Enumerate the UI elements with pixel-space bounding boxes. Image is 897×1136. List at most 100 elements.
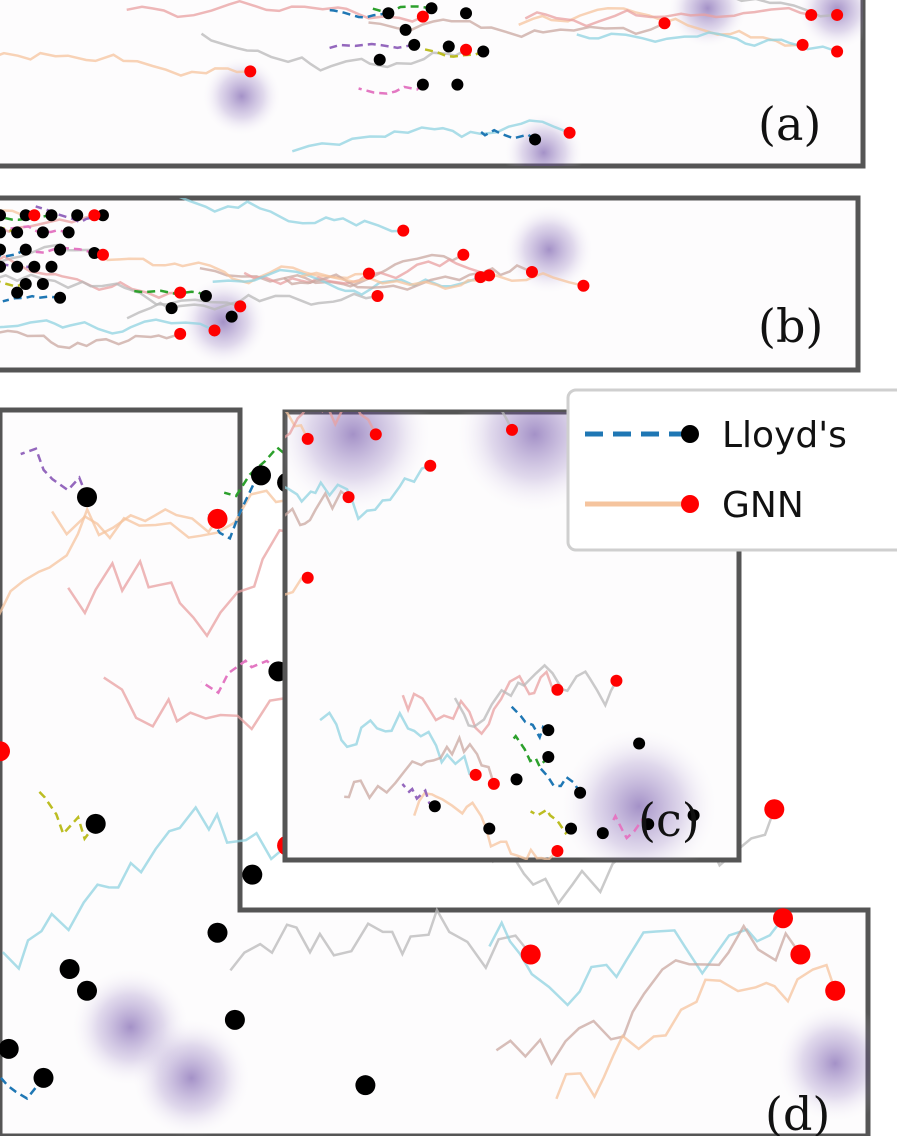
density-blob bbox=[503, 112, 584, 166]
lloyd-final-point bbox=[33, 1067, 54, 1088]
gnn-final-point bbox=[397, 224, 410, 237]
lloyd-final-point bbox=[542, 724, 555, 737]
lloyd-final-point bbox=[71, 209, 84, 222]
lloyd-trajectory bbox=[510, 705, 549, 741]
lloyd-final-point bbox=[11, 226, 24, 239]
gnn-final-point bbox=[831, 45, 844, 58]
panel-b bbox=[0, 195, 861, 373]
lloyd-trajectory bbox=[530, 808, 572, 836]
gnn-trajectory bbox=[1, 805, 288, 971]
gnn-trajectory bbox=[401, 669, 558, 736]
gnn-final-point bbox=[28, 209, 41, 222]
lloyd-final-point bbox=[11, 260, 24, 273]
gnn-final-point bbox=[610, 674, 623, 687]
density-blob bbox=[201, 56, 282, 137]
lloyd-final-point bbox=[36, 226, 49, 239]
gnn-trajectory bbox=[0, 213, 95, 233]
lloyd-final-point bbox=[224, 1009, 245, 1030]
lloyd-final-point bbox=[408, 38, 421, 51]
lloyd-trajectory bbox=[327, 8, 389, 19]
lloyd-final-point bbox=[251, 465, 271, 486]
gnn-final-point bbox=[773, 908, 793, 929]
lloyd-final-point bbox=[428, 800, 441, 813]
lloyd-final-point bbox=[54, 243, 67, 256]
lloyd-trajectory bbox=[538, 766, 582, 794]
gnn-trajectory bbox=[285, 412, 377, 439]
lloyd-final-point bbox=[19, 243, 32, 256]
lloyd-final-point bbox=[54, 291, 67, 304]
lloyd-final-point bbox=[165, 302, 178, 315]
gnn-final-point bbox=[551, 845, 564, 858]
lloyd-trajectory bbox=[329, 42, 415, 50]
lloyd-final-point bbox=[399, 23, 412, 36]
legend-frame bbox=[566, 388, 897, 552]
panel-d-frame bbox=[0, 407, 871, 1136]
gnn-final-point bbox=[88, 209, 101, 222]
gnn-final-point bbox=[563, 126, 576, 139]
lloyd-final-point bbox=[59, 959, 80, 980]
panel-d bbox=[0, 407, 871, 1136]
gnn-trajectory bbox=[344, 734, 495, 801]
gnn-final-point bbox=[174, 327, 187, 340]
lloyd-final-point bbox=[633, 737, 646, 750]
gnn-trajectory bbox=[229, 906, 532, 972]
gnn-final-point bbox=[362, 267, 375, 280]
lloyd-trajectory bbox=[20, 447, 89, 498]
lloyd-final-point bbox=[355, 1075, 376, 1096]
lloyd-final-point bbox=[62, 226, 75, 239]
gnn-trajectory bbox=[555, 963, 837, 1100]
gnn-final-point bbox=[805, 8, 818, 21]
gnn-final-point bbox=[301, 571, 314, 584]
lloyd-trajectory bbox=[368, 5, 432, 14]
lloyd-final-point bbox=[77, 487, 97, 508]
density-blob bbox=[775, 1003, 870, 1124]
lloyd-trajectory bbox=[0, 1074, 45, 1101]
lloyd-trajectory bbox=[478, 128, 536, 141]
lloyd-final-point bbox=[687, 809, 700, 822]
gnn-final-point bbox=[551, 683, 564, 696]
panel-label-c: (c) bbox=[638, 793, 700, 847]
gnn-trajectory bbox=[126, 0, 424, 23]
gnn-final-point bbox=[520, 944, 541, 965]
density-blob bbox=[285, 412, 434, 515]
lloyd-trajectory bbox=[358, 83, 424, 95]
lloyd-final-point bbox=[19, 278, 32, 290]
lloyd-final-point bbox=[382, 7, 395, 20]
lloyd-final-point bbox=[96, 209, 109, 222]
gnn-final-point bbox=[244, 65, 257, 78]
gnn-trajectory bbox=[495, 923, 802, 1066]
gnn-trajectory bbox=[283, 264, 533, 291]
lloyd-final-point bbox=[28, 260, 41, 273]
lloyd-final-point bbox=[242, 864, 263, 885]
lloyd-final-point bbox=[442, 40, 455, 53]
lloyd-final-point bbox=[45, 209, 58, 222]
lloyd-trajectory bbox=[206, 474, 262, 541]
gnn-final-point bbox=[796, 38, 809, 51]
lloyd-final-point bbox=[416, 78, 429, 91]
density-blob bbox=[178, 276, 269, 367]
gnn-trajectory bbox=[200, 32, 467, 72]
lloyd-final-point bbox=[542, 750, 555, 763]
gnn-trajectory bbox=[488, 917, 784, 1007]
gnn-trajectory bbox=[0, 329, 181, 350]
lloyd-trajectory bbox=[200, 659, 280, 695]
gnn-trajectory bbox=[576, 31, 838, 53]
gnn-final-point bbox=[460, 43, 473, 56]
gnn-final-point bbox=[424, 459, 437, 472]
lloyd-final-point bbox=[0, 243, 6, 256]
panel-label-d: (d) bbox=[765, 1087, 830, 1136]
legend-gnn-label: GNN bbox=[722, 485, 804, 526]
gnn-final-point bbox=[764, 799, 785, 820]
gnn-trajectory bbox=[0, 273, 241, 308]
lloyd-trajectory bbox=[610, 813, 649, 840]
lloyd-final-point bbox=[225, 310, 238, 323]
lloyd-trajectory bbox=[510, 734, 550, 769]
panel-label-b: (b) bbox=[758, 299, 823, 353]
lloyd-final-point bbox=[460, 7, 473, 20]
lloyd-final-point bbox=[199, 290, 212, 303]
gnn-final-point bbox=[577, 279, 590, 292]
lloyd-final-point bbox=[529, 133, 542, 146]
lloyd-final-point bbox=[510, 773, 523, 786]
lloyd-final-point bbox=[45, 260, 58, 273]
legend-gnn-marker bbox=[681, 495, 699, 513]
